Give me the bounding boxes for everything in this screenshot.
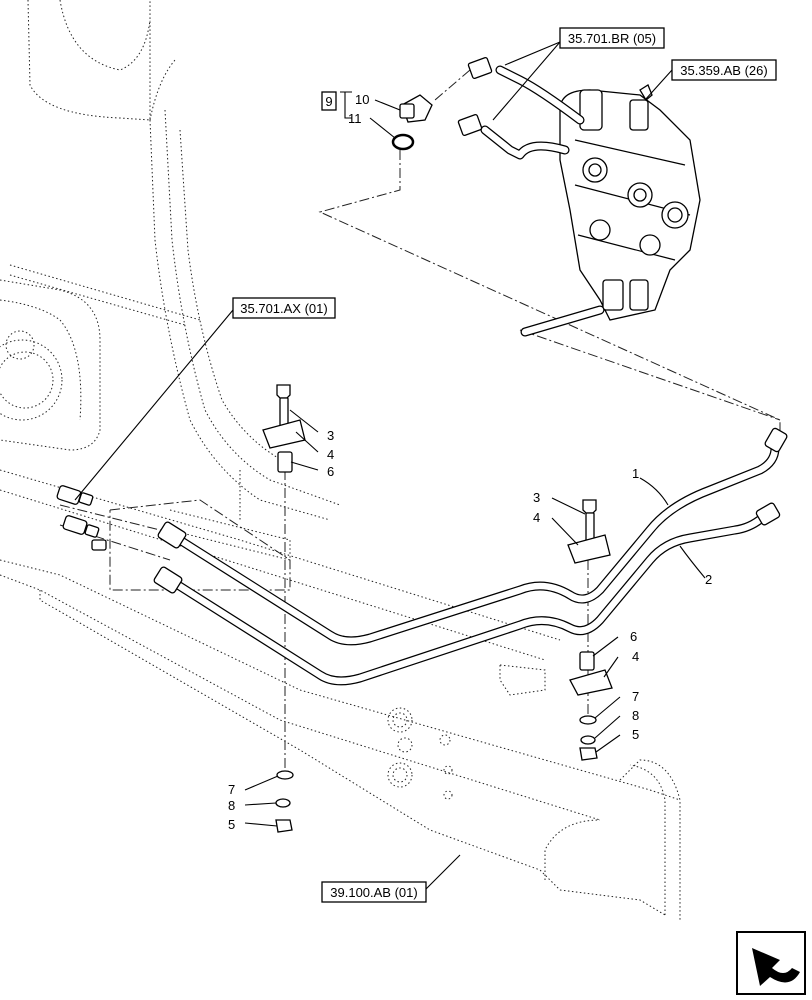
o-ring-11 [391,133,415,151]
pipe-2 [165,513,767,686]
callout-4: 4 [327,447,334,462]
callout-7: 7 [228,782,235,797]
callout-3: 3 [327,428,334,443]
next-page-arrow-icon[interactable] [736,931,806,995]
hose-couplings [56,485,107,551]
ref-box-35-359-ab[interactable]: 35.359.AB (26) [671,59,777,81]
callout-2: 2 [705,572,712,587]
ref-box-35-701-ax[interactable]: 35.701.AX (01) [232,297,336,319]
callout-4: 4 [533,510,540,525]
elbow-fitting-10 [399,94,433,123]
reference-leaders [74,41,706,891]
ref-label: 35.359.AB (26) [680,63,767,78]
ref-label: 39.100.AB (01) [330,885,417,900]
pipe-1 [167,443,780,646]
callout-8: 8 [228,798,235,813]
assembly-lines [59,69,781,770]
callout-10: 10 [355,92,369,107]
callout-1: 1 [632,466,639,481]
callout-11: 11 [348,111,362,126]
control-valve-bank [457,56,701,337]
group-label: 9 [325,94,332,109]
clamp-right [567,499,613,761]
callout-7: 7 [632,689,639,704]
ref-label: 35.701.BR (05) [568,31,656,46]
callout-6: 6 [327,464,334,479]
callout-3: 3 [533,490,540,505]
callout-8: 8 [632,708,639,723]
callout-5: 5 [228,817,235,832]
ref-box-35-701-br[interactable]: 35.701.BR (05) [559,27,665,49]
pipe-nuts [153,427,788,594]
clamp-left [262,384,306,833]
callout-4: 4 [632,649,639,664]
machine-structure [0,0,681,920]
ref-label: 35.701.AX (01) [240,301,327,316]
callout-numbers: 10 11 3 4 6 3 4 1 2 6 4 7 8 5 7 8 5 [228,92,712,832]
callout-6: 6 [630,629,637,644]
callout-5: 5 [632,727,639,742]
group-box-9: 9 [321,91,337,111]
ref-box-39-100-ab[interactable]: 39.100.AB (01) [321,881,427,903]
